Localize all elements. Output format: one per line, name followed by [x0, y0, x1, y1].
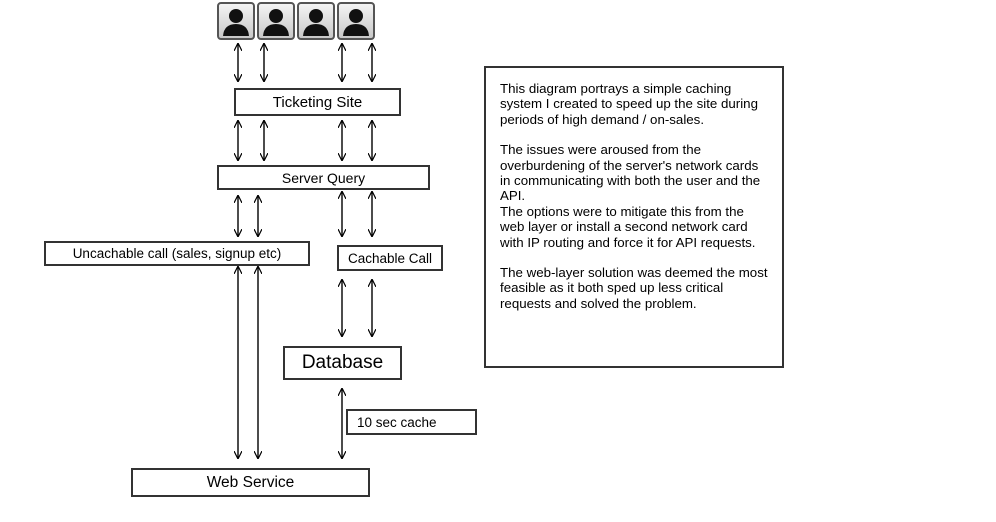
- description-paragraph: The options were to mitigate this from t…: [500, 203, 756, 250]
- user-icon: [337, 2, 375, 40]
- cachable-call-label: Cachable Call: [347, 250, 433, 266]
- description-paragraph: This diagram portrays a simple caching s…: [500, 81, 758, 127]
- server-query-label: Server Query: [281, 169, 366, 186]
- cache-label-text: 10 sec cache: [357, 414, 437, 430]
- user-icon: [297, 2, 335, 40]
- cachable-call-node: Cachable Call: [337, 245, 443, 271]
- description-panel: This diagram portrays a simple caching s…: [484, 66, 784, 368]
- user-icon: [217, 2, 255, 40]
- uncachable-call-node: Uncachable call (sales, signup etc): [44, 241, 310, 266]
- web-service-node: Web Service: [131, 468, 370, 497]
- ticketing-site-node: Ticketing Site: [234, 88, 401, 116]
- database-label: Database: [301, 352, 384, 373]
- database-node: Database: [283, 346, 402, 380]
- web-service-label: Web Service: [206, 473, 295, 491]
- description-paragraph: The web-layer solution was deemed the mo…: [500, 265, 768, 311]
- user-icon: [257, 2, 295, 40]
- cache-label-node: 10 sec cache: [346, 409, 477, 435]
- uncachable-call-label: Uncachable call (sales, signup etc): [72, 246, 282, 261]
- server-query-node: Server Query: [217, 165, 430, 190]
- ticketing-site-label: Ticketing Site: [272, 93, 363, 111]
- description-paragraph: The issues were aroused from the overbur…: [500, 142, 761, 204]
